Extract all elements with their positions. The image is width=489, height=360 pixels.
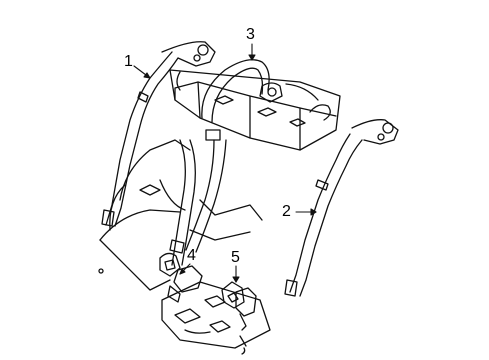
buckle-4 (159, 252, 203, 303)
belt-assembly-1 (101, 41, 216, 227)
belt-assembly-3 (169, 59, 283, 266)
belt-assembly-2 (284, 119, 399, 297)
callout-1: 1 (124, 53, 133, 70)
callout-3: 3 (246, 26, 255, 43)
callout-2: 2 (282, 203, 291, 220)
floor-panel (161, 281, 271, 355)
arrowhead-4 (179, 268, 186, 275)
leader-lines (133, 43, 317, 283)
arrowhead-1 (143, 72, 151, 79)
package-shelf (169, 69, 341, 151)
callout-5: 5 (231, 249, 240, 266)
arrowhead-2 (310, 208, 317, 216)
arrowhead-3 (248, 54, 256, 61)
arrowhead-5 (232, 276, 240, 283)
callout-4: 4 (187, 247, 196, 264)
buckle-5 (221, 281, 257, 331)
